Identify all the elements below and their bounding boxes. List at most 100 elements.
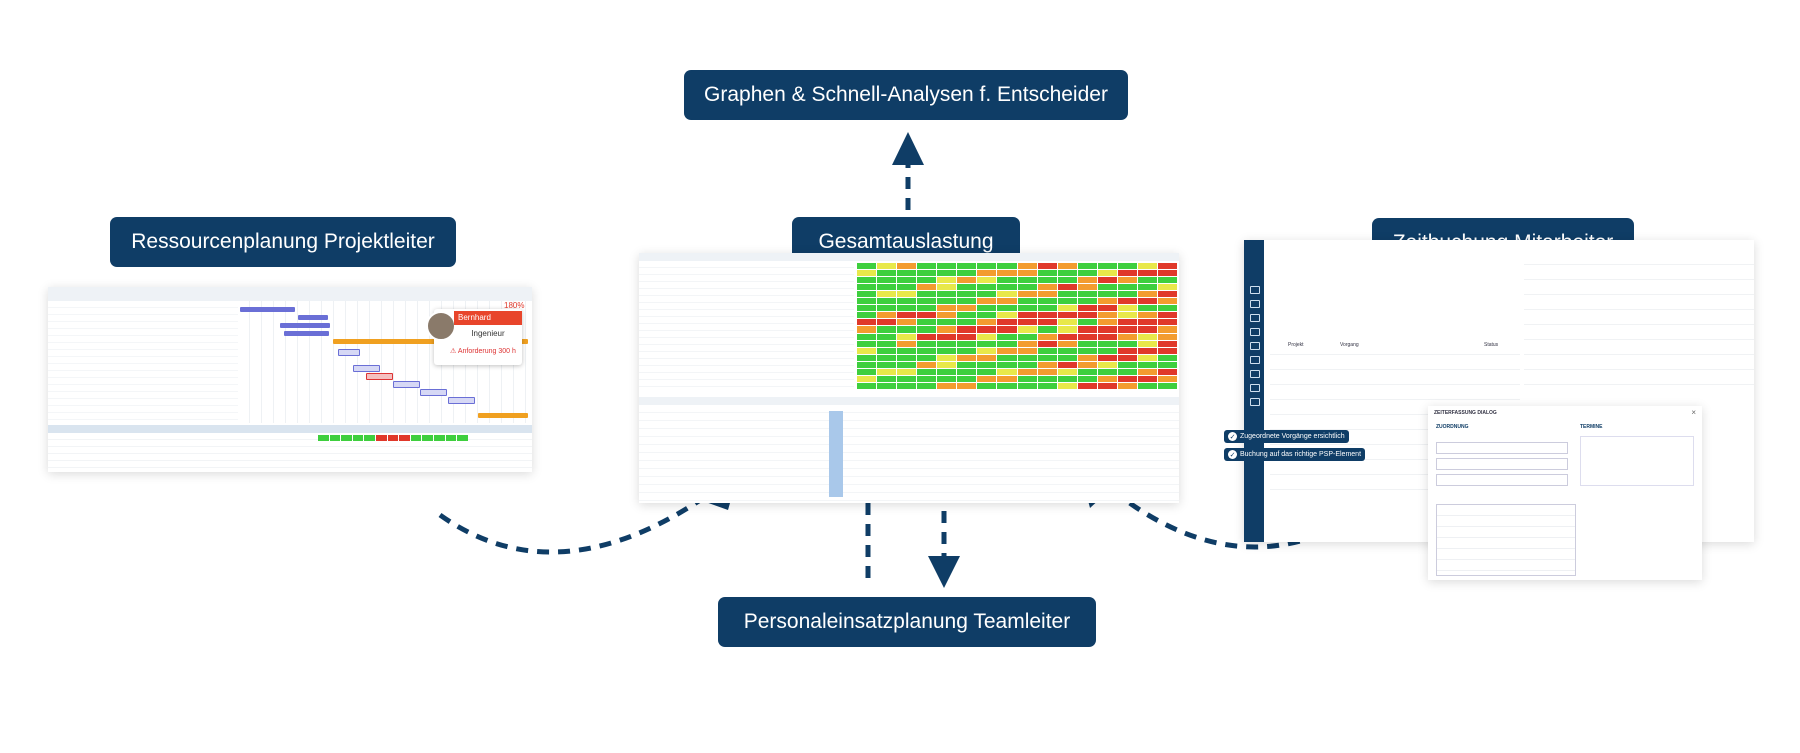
heatmap-cell xyxy=(957,298,977,305)
nav-icon[interactable] xyxy=(1250,370,1260,378)
nav-icon[interactable] xyxy=(1250,328,1260,336)
close-icon[interactable]: × xyxy=(1691,408,1696,417)
heatmap-cell xyxy=(1077,361,1097,368)
heatmap-cell xyxy=(1077,277,1097,284)
heatmap-cell xyxy=(1097,270,1117,277)
heatmap-cell xyxy=(977,284,997,291)
heatmap-cell xyxy=(1117,375,1137,382)
heatmap-cell xyxy=(1097,298,1117,305)
heatmap-cell xyxy=(877,361,897,368)
heatmap-cell xyxy=(1117,312,1137,319)
heatmap-cell xyxy=(897,340,917,347)
heatmap-cell xyxy=(937,340,957,347)
heatmap-cell xyxy=(917,333,937,340)
heatmap-cell xyxy=(1097,333,1117,340)
heatmap-cell xyxy=(1157,263,1177,270)
gantt-summary-bar[interactable] xyxy=(333,339,528,344)
nav-icon[interactable] xyxy=(1250,314,1260,322)
heatmap-cell xyxy=(1097,263,1117,270)
gantt-panel: Bernhard Aschauer Ingenieur ⚠ Anforderun… xyxy=(48,287,532,472)
heatmap-cell xyxy=(977,270,997,277)
gantt-bar[interactable] xyxy=(393,381,420,388)
heatmap-cell xyxy=(917,319,937,326)
heatmap-cell xyxy=(897,382,917,389)
heatmap-cell xyxy=(1157,326,1177,333)
heatmap-cell xyxy=(977,382,997,389)
nav-icon[interactable] xyxy=(1250,300,1260,308)
heatmap-cell xyxy=(1037,347,1057,354)
header-project: Projekt xyxy=(1288,342,1304,348)
gantt-header xyxy=(48,287,532,302)
gantt-bar[interactable] xyxy=(478,413,528,418)
heatmap-cell xyxy=(997,347,1017,354)
gantt-bar[interactable] xyxy=(280,323,330,328)
nav-icon[interactable] xyxy=(1250,384,1260,392)
heatmap-cell xyxy=(1097,305,1117,312)
gantt-bar[interactable] xyxy=(448,397,475,404)
heatmap-cell xyxy=(877,263,897,270)
heatmap-cell xyxy=(1137,361,1157,368)
nav-icon[interactable] xyxy=(1250,286,1260,294)
project-select[interactable] xyxy=(1436,442,1568,454)
heatmap-cell xyxy=(897,263,917,270)
heatmap-cell xyxy=(857,333,877,340)
heatmap-cell xyxy=(877,291,897,298)
selected-column[interactable] xyxy=(829,411,843,497)
heatmap-cell xyxy=(1057,263,1077,270)
heatmap-cell xyxy=(977,340,997,347)
heatmap-cell xyxy=(1117,284,1137,291)
heatmap-cell xyxy=(1137,263,1157,270)
gantt-bar[interactable] xyxy=(240,307,295,312)
heatmap-cell xyxy=(1017,333,1037,340)
nav-icon[interactable] xyxy=(1250,356,1260,364)
heatmap-cell xyxy=(857,284,877,291)
heatmap-cell xyxy=(1057,319,1077,326)
dropdown-list[interactable] xyxy=(1436,504,1576,576)
heatmap-cell xyxy=(897,333,917,340)
heatmap-cell xyxy=(1037,319,1057,326)
heatmap-cell xyxy=(1017,319,1037,326)
heatmap-cell xyxy=(937,382,957,389)
heatmap-cell xyxy=(1097,354,1117,361)
demand-value: Anforderung 300 h xyxy=(457,348,516,355)
heatmap-cell xyxy=(957,375,977,382)
psp-select[interactable] xyxy=(1436,458,1568,470)
heatmap-cell xyxy=(1157,368,1177,375)
heatmap-cell xyxy=(937,305,957,312)
heatmap-cell xyxy=(977,333,997,340)
heatmap-cell xyxy=(1037,284,1057,291)
heatmap-cell xyxy=(857,298,877,305)
heatmap-cell xyxy=(957,291,977,298)
nav-icon[interactable] xyxy=(1250,398,1260,406)
heatmap-cell xyxy=(877,333,897,340)
gantt-bar[interactable] xyxy=(366,373,393,380)
heatmap-cell xyxy=(1097,291,1117,298)
heatmap-cell xyxy=(1077,340,1097,347)
heatmap-cell xyxy=(857,361,877,368)
heatmap-cell xyxy=(1137,333,1157,340)
task-select[interactable] xyxy=(1436,474,1568,486)
heatmap-cell xyxy=(1037,305,1057,312)
heatmap-cell xyxy=(917,354,937,361)
heatmap-cell xyxy=(1057,354,1077,361)
heatmap-cell xyxy=(1037,263,1057,270)
gantt-bar[interactable] xyxy=(338,349,360,356)
gantt-bar[interactable] xyxy=(284,331,329,336)
heatmap-cell xyxy=(937,347,957,354)
heatmap-cell xyxy=(1057,375,1077,382)
time-dialog[interactable]: ZEITERFASSUNG DIALOG × ZUORDNUNG TERMINE xyxy=(1428,406,1702,580)
gantt-bar[interactable] xyxy=(298,315,328,320)
heatmap-cell xyxy=(1037,382,1057,389)
heatmap-cell xyxy=(1137,375,1157,382)
gantt-bar[interactable] xyxy=(420,389,447,396)
heatmap-cell xyxy=(897,305,917,312)
heatmap-cell xyxy=(997,375,1017,382)
heatmap-cell xyxy=(917,284,937,291)
heatmap-cell xyxy=(877,354,897,361)
heatmap-cell xyxy=(1077,263,1097,270)
heatmap-cell xyxy=(1017,263,1037,270)
heatmap-cell xyxy=(997,319,1017,326)
gantt-bar[interactable] xyxy=(353,365,380,372)
heatmap-cell xyxy=(1097,284,1117,291)
nav-icon[interactable] xyxy=(1250,342,1260,350)
